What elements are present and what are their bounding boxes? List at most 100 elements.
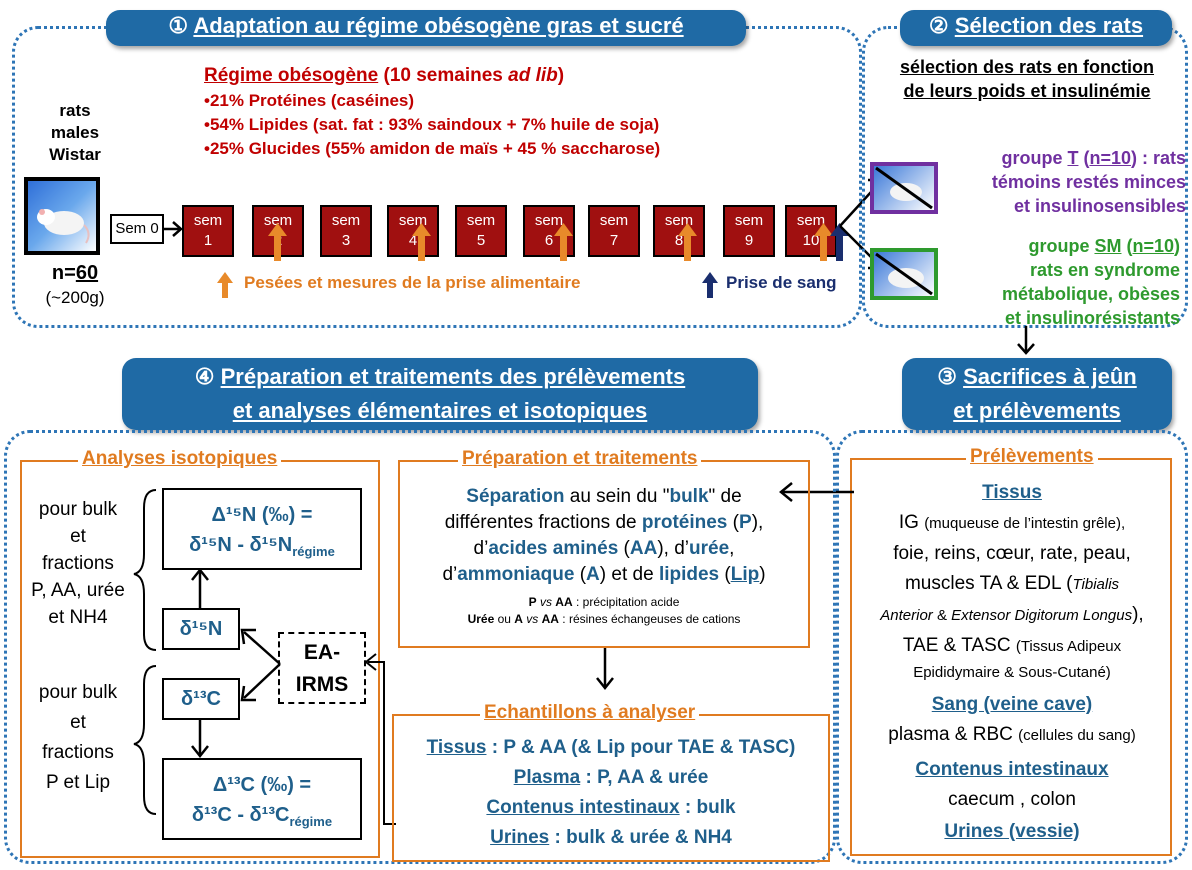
box-d15N: δ¹⁵N — [162, 608, 240, 650]
t1b: (muqueuse de l’intestin grêle), — [924, 515, 1126, 532]
diet-title-line: Régime obésogène (10 semaines ad lib) — [204, 62, 804, 89]
p-l4f: lipides — [658, 564, 720, 585]
r2a: Plasma — [513, 767, 581, 788]
p-l3e: ), d’ — [657, 538, 690, 559]
arrow-to-preparation — [779, 482, 854, 502]
gSM-d: n=10 — [1132, 236, 1174, 256]
eq-a: δ¹³C - δ¹³C — [191, 804, 290, 826]
group-T-line2: témoins restés minces — [991, 172, 1186, 192]
p-l1a: Séparation — [466, 486, 565, 507]
banner-selection: ② Sélection des rats — [900, 10, 1172, 46]
eq-a: δ¹⁵N - δ¹⁵N — [189, 534, 293, 556]
banner-sacrifices: ③ Sacrifices à jeûn et prélèvements — [902, 358, 1172, 430]
p-l3d: AA — [629, 538, 658, 559]
p-l3f: urée — [689, 538, 730, 559]
week-number: 6 — [544, 232, 554, 249]
p-l3a: d’ — [473, 538, 489, 559]
p-l4a: d’ — [442, 564, 458, 585]
arrow-to-echantillons — [596, 648, 614, 691]
tissue-l3: muscles TA & EDL (Tibialis — [852, 571, 1172, 598]
bulk1-l2: et — [70, 526, 86, 547]
s1b: vs — [536, 595, 556, 609]
tissue-l6: Epididymaire & Sous-Cutané) — [913, 664, 1111, 681]
banner-title-l1: Sacrifices à jeûn — [963, 364, 1137, 389]
diet-item-glucides: •25% Glucides (55% amidon de maïs + 45 %… — [204, 139, 661, 158]
arrow-up-sem10-orange — [814, 223, 833, 261]
r3a: Contenus intestinaux — [486, 797, 680, 818]
tissue-l1: IG (muqueuse de l’intestin grêle), — [852, 510, 1172, 537]
bulk1-l1: pour bulk — [38, 499, 118, 520]
diet-block: Régime obésogène (10 semaines ad lib) •2… — [204, 62, 804, 161]
banner-title-l2: et analyses élémentaires et isotopiques — [232, 398, 648, 423]
box-d13C: δ¹³C — [162, 678, 240, 720]
banner-title: Sélection des rats — [954, 13, 1144, 38]
bulk-label-N: pour bulk et fractions P, AA, urée et NH… — [22, 496, 134, 631]
diet-adlib: ad lib — [508, 65, 558, 86]
subtitle-l1: sélection des rats en fonction — [899, 57, 1155, 77]
group-T-text: groupe T (n=10) : rats témoins restés mi… — [930, 146, 1186, 218]
delta13C-eq: δ¹³C - δ¹³Crégime — [164, 800, 360, 837]
legend-blue-arrow — [702, 272, 718, 298]
prep-l3: d’acides aminés (AA), d’urée, — [400, 536, 808, 562]
preparation-content: Séparation au sein du "bulk" de différen… — [400, 484, 808, 628]
banner-title-l2: et prélèvements — [953, 398, 1121, 423]
sang-a: plasma & RBC — [888, 724, 1019, 745]
ech-r2: Plasma : P, AA & urée — [394, 763, 828, 793]
prep-s2: Urée ou A vs AA : résines échangeuses de… — [400, 611, 808, 628]
step-number: ③ — [937, 364, 957, 389]
t4a: Anterior — [880, 607, 933, 624]
delta13C-title: Δ¹³C (‰) = — [212, 774, 312, 796]
rat-icon — [37, 209, 90, 244]
ea-irms-arrows — [240, 628, 281, 702]
p-l3b: acides aminés — [488, 538, 619, 559]
rat-image-T — [870, 162, 938, 214]
legend-blue-text: Prise de sang — [726, 273, 837, 292]
group-SM-text: groupe SM (n=10) rats en syndrome métabo… — [930, 234, 1180, 330]
tissue-l2: foie, reins, cœur, rate, peau, — [893, 543, 1131, 564]
p-l2c: ( — [727, 512, 739, 533]
t3a: muscles TA & EDL ( — [904, 573, 1073, 594]
group-SM-line1: groupe SM (n=10) — [930, 234, 1180, 258]
week-word: sem — [193, 212, 223, 229]
panel-preparation — [4, 430, 836, 864]
diet-paren: ) — [557, 65, 565, 86]
week-number: 9 — [744, 232, 754, 249]
p-l3g: , — [729, 538, 735, 559]
t1a: IG — [898, 512, 925, 533]
arrow-to-sem1 — [163, 221, 183, 237]
rat-count: n=60 — [20, 262, 130, 285]
bulk2-l1: pour bulk — [38, 682, 118, 703]
gT-a: groupe — [1001, 148, 1068, 168]
rats-label: rats males Wistar — [20, 100, 130, 166]
gSM-c: ( — [1121, 236, 1133, 256]
title-prelevements: Prélèvements — [966, 446, 1098, 468]
arrow-up-sem8 — [678, 223, 697, 261]
measure-arrows — [268, 223, 849, 261]
week-number: 3 — [341, 232, 351, 249]
r3b: : bulk — [679, 797, 736, 818]
eq-sub: régime — [292, 544, 335, 559]
t3b: Tibialis — [1072, 576, 1120, 593]
ea-irms-box: EA- IRMS — [278, 632, 366, 704]
r2b: : P, AA & urée — [580, 767, 709, 788]
diet-title: Régime obésogène — [204, 65, 379, 86]
selection-subtitle: sélection des rats en fonction de leurs … — [864, 55, 1190, 103]
banner-title: Adaptation au régime obésogène gras et s… — [193, 13, 684, 38]
p-l2b: protéines — [641, 512, 728, 533]
step-number: ① — [168, 13, 189, 38]
echantillons-content: Tissus : P & AA (& Lip pour TAE & TASC) … — [394, 733, 828, 853]
arrow-up-sem10-blue — [830, 223, 849, 261]
diet-duration: (10 semaines — [378, 65, 509, 86]
bulk2-l3: fractions — [42, 742, 114, 763]
box-Delta13C: Δ¹³C (‰) = δ¹³C - δ¹³Crégime — [162, 758, 362, 840]
no-rat-icon — [875, 252, 933, 296]
gSM-e: ) — [1174, 236, 1180, 256]
s2d: vs — [522, 612, 542, 626]
bulk2-l4: P et Lip — [45, 772, 111, 793]
braces — [133, 489, 157, 815]
